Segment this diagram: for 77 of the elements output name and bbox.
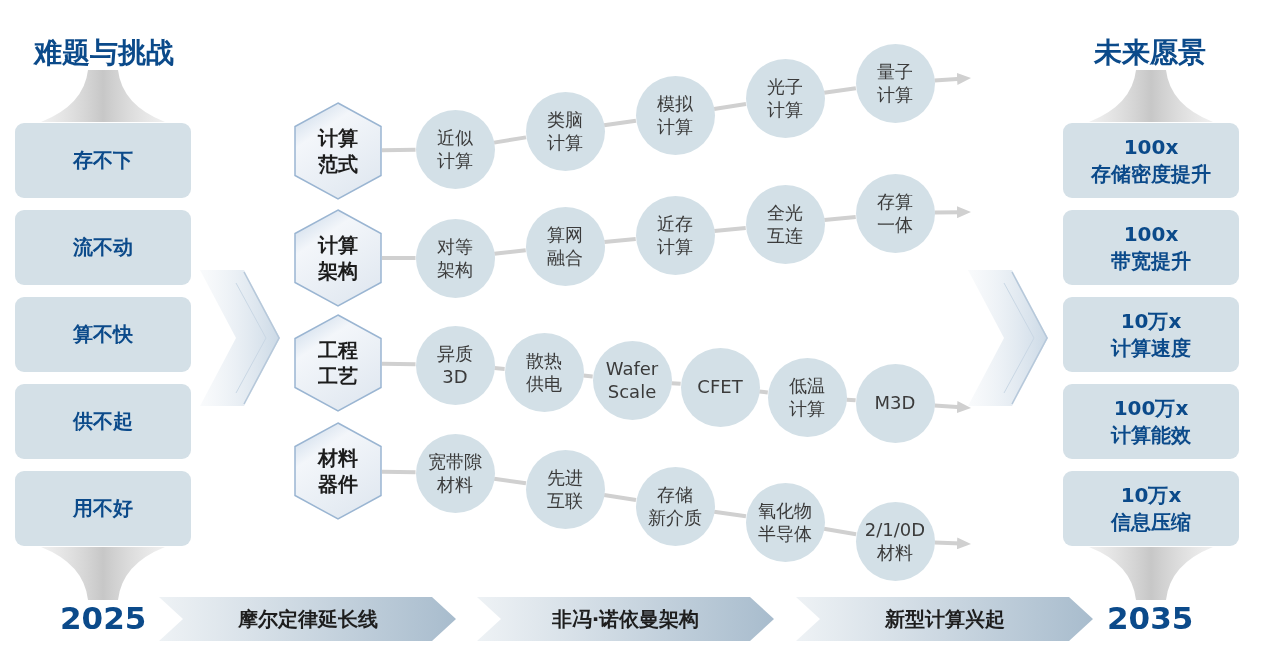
tech-circle: 2/1/0D材料 <box>855 501 935 581</box>
column-heading: 未来愿景 <box>1094 37 1206 70</box>
goal-text: 带宽提升 <box>1111 247 1191 275</box>
connector-line <box>714 225 746 234</box>
connector-line <box>382 256 416 260</box>
category-hexagon: 材料器件 <box>294 422 382 520</box>
goal-card <box>1063 471 1239 546</box>
challenge-card: 算不快 <box>15 297 191 372</box>
tech-circle: 类脑计算 <box>525 91 605 171</box>
metric-value: 100x <box>1123 133 1179 161</box>
phase-banner: 摩尔定律延长线 <box>159 597 456 641</box>
connector-line <box>823 86 857 95</box>
connector-line <box>604 236 636 245</box>
connector-line <box>823 526 857 537</box>
tech-circle: 宽带隙材料 <box>415 433 495 513</box>
tech-circle: 对等架构 <box>415 218 495 298</box>
arrow <box>934 537 971 550</box>
connector-line <box>583 373 593 379</box>
arrow <box>934 72 971 85</box>
tech-circle: M3D <box>855 363 935 443</box>
tech-circle: CFET <box>680 347 760 427</box>
arrow <box>934 401 971 414</box>
tech-circle: 存算一体 <box>855 173 935 253</box>
tech-circle: 异质3D <box>415 325 495 405</box>
tech-circle: 低温计算 <box>767 357 847 437</box>
category-hexagon: 计算架构 <box>294 209 382 307</box>
connector-line <box>603 493 637 502</box>
tech-circle: 模拟计算 <box>635 75 715 155</box>
goal-card <box>1063 210 1239 285</box>
metric-value: 10万x <box>1120 307 1182 335</box>
tech-circle: Wafer Scale <box>592 340 672 420</box>
connector-line <box>381 469 416 475</box>
connector-line <box>713 509 747 519</box>
challenge-card: 流不动 <box>15 210 191 285</box>
goal-text: 计算能效 <box>1111 421 1191 449</box>
connector-line <box>494 366 505 371</box>
goal-card <box>1063 297 1239 372</box>
goal-text: 存储密度提升 <box>1091 160 1211 188</box>
goal-card <box>1063 384 1239 459</box>
challenge-card: 供不起 <box>15 384 191 459</box>
challenge-card: 存不下 <box>15 123 191 198</box>
metric-value: 100万x <box>1113 394 1189 422</box>
category-hexagon: 计算范式 <box>294 102 382 200</box>
connector-line <box>603 118 637 128</box>
connector-line <box>671 381 681 386</box>
goal-text: 计算速度 <box>1111 334 1191 362</box>
year-label: 2035 <box>1107 601 1194 637</box>
tech-circle: 量子计算 <box>855 43 935 123</box>
category-hexagon: 工程工艺 <box>294 314 382 412</box>
tech-circle: 先进互联 <box>525 449 605 529</box>
connector-line <box>713 102 747 111</box>
connector-line <box>381 147 416 153</box>
connector-line <box>846 397 856 403</box>
connector-line <box>494 248 526 256</box>
tech-circle: 存储新介质 <box>635 466 715 546</box>
metric-value: 100x <box>1123 220 1179 248</box>
tech-circle: 散热供电 <box>504 332 584 412</box>
column-heading: 难题与挑战 <box>34 37 174 70</box>
year-label: 2025 <box>60 601 147 637</box>
connector-line <box>824 214 856 223</box>
arrow <box>934 206 971 219</box>
goal-text: 信息压缩 <box>1111 508 1191 536</box>
phase-banner: 新型计算兴起 <box>796 597 1093 641</box>
tech-circle: 近似计算 <box>415 109 495 189</box>
metric-value: 10万x <box>1120 481 1182 509</box>
goal-card <box>1063 123 1239 198</box>
tech-circle: 光子计算 <box>745 58 825 138</box>
phase-banner: 非冯·诺依曼架构 <box>477 597 774 641</box>
challenge-card: 用不好 <box>15 471 191 546</box>
tech-circle: 算网融合 <box>525 206 605 286</box>
tech-circle: 全光互连 <box>745 184 825 264</box>
connector-line <box>759 389 768 395</box>
tech-circle: 近存计算 <box>635 195 715 275</box>
connector-line <box>381 361 416 367</box>
connector-line <box>493 476 527 486</box>
connector-line <box>493 135 527 145</box>
tech-circle: 氧化物半导体 <box>745 482 825 562</box>
